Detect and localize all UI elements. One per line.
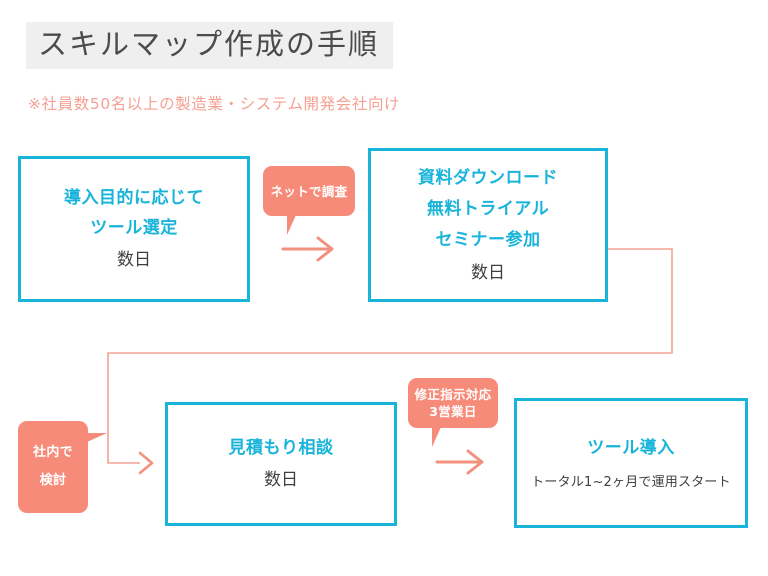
step-box-download-trial-seminar[interactable]: 資料ダウンロード 無料トライアル セミナー参加 数日 xyxy=(368,148,608,302)
page-subtitle: ※社員数50名以上の製造業・システム開発会社向け xyxy=(28,95,401,113)
step-1-title-line-1: 導入目的に応じて xyxy=(64,188,204,208)
arrow-step1-to-step2 xyxy=(281,236,334,262)
bubble-net-research-line-1: ネットで調査 xyxy=(270,183,348,199)
bubble-internal-review: 社内で 検討 xyxy=(18,421,107,513)
step-1-title-line-2: ツール選定 xyxy=(90,218,178,238)
bubble-tail-down-icon xyxy=(432,427,450,447)
step-4-duration: トータル1~2ヶ月で運用スタート xyxy=(531,475,731,490)
step-2-title-line-1: 資料ダウンロード xyxy=(418,167,558,188)
step-1-duration: 数日 xyxy=(117,250,151,270)
step-box-tool-introduction[interactable]: ツール導入 トータル1~2ヶ月で運用スタート xyxy=(514,398,748,528)
step-box-quotation-consultation[interactable]: 見積もり相談 数日 xyxy=(165,402,397,526)
step-2-title-line-2: 無料トライアル xyxy=(426,198,550,219)
bubble-revision-handling: 修正指示対応 3営業日 xyxy=(408,378,498,447)
bubble-tail-down-icon xyxy=(287,215,305,235)
step-box-tool-selection[interactable]: 導入目的に応じて ツール選定 数日 xyxy=(18,156,250,302)
step-3-duration: 数日 xyxy=(264,470,298,490)
step-2-title-line-3: セミナー参加 xyxy=(435,229,541,250)
page-title-highlight: スキルマップ作成の手順 xyxy=(26,22,394,69)
bubble-tail-right-icon xyxy=(87,433,107,451)
bubble-net-research: ネットで調査 xyxy=(263,166,355,235)
bubble-revision-line-2: 3営業日 xyxy=(429,404,477,419)
bubble-revision-line-1: 修正指示対応 xyxy=(414,387,492,402)
step-4-title-line-1: ツール導入 xyxy=(587,438,675,458)
step-3-title-line-1: 見積もり相談 xyxy=(228,438,334,458)
arrow-step3-to-step4 xyxy=(435,449,484,475)
step-2-duration: 数日 xyxy=(471,262,505,283)
bubble-internal-review-line-1: 社内で xyxy=(33,445,73,460)
page-title: スキルマップ作成の手順 xyxy=(38,27,380,61)
bubble-internal-review-line-2: 検討 xyxy=(39,473,67,488)
